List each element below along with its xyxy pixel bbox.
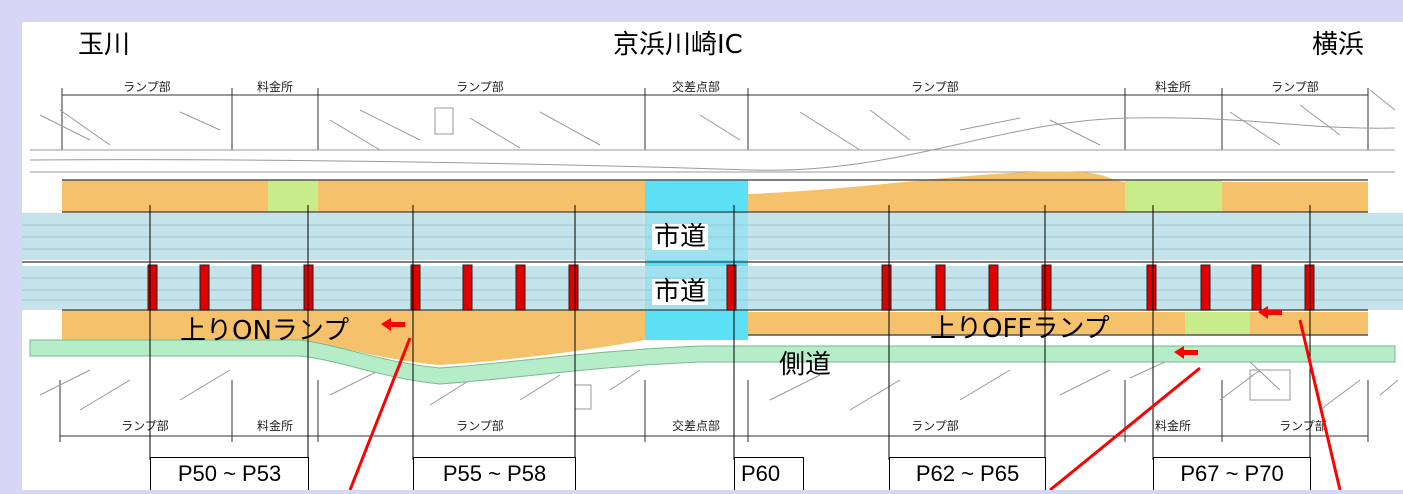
side-road-label: 側道	[779, 350, 832, 380]
place-label-right: 横浜	[1312, 30, 1365, 60]
arrow-on-ramp-icon	[381, 318, 405, 331]
pier-column	[881, 264, 892, 311]
pier-column	[726, 264, 737, 311]
lower-toll-area	[1185, 312, 1250, 335]
off-ramp-label: 上りOFFランプ	[930, 314, 1110, 344]
place-label-left: 玉川	[78, 30, 131, 60]
arrow-side-road-icon	[1174, 346, 1198, 359]
top-section-label: ランプ部	[123, 79, 171, 94]
pointer-lines	[348, 319, 1342, 492]
pier-column	[1200, 264, 1211, 311]
pier-group-label: P62 ~ P65	[889, 457, 1046, 490]
lower-intersection-area	[645, 310, 748, 340]
bottom-section-label: ランプ部	[121, 418, 169, 433]
pier-column	[1041, 264, 1052, 311]
background-linework	[29, 89, 1399, 411]
pier-column	[147, 264, 158, 311]
pier-column	[199, 264, 210, 311]
arrow-off-ramp-icon	[1258, 306, 1282, 319]
pier-column	[515, 264, 526, 311]
upper-toll-area-left	[268, 180, 318, 212]
top-section-label: 料金所	[1155, 79, 1191, 94]
bottom-section-label: ランプ部	[456, 418, 504, 433]
upper-ramp-band	[62, 180, 645, 212]
city-road-label-upper: 市道	[652, 222, 709, 252]
pier-column	[410, 264, 421, 311]
pier-column	[935, 264, 946, 311]
bottom-section-label: 交差点部	[672, 418, 720, 433]
place-label-center: 京浜川崎IC	[613, 30, 743, 60]
top-section-label: ランプ部	[456, 79, 504, 94]
city-road-label-lower: 市道	[652, 277, 709, 307]
bottom-dimension-line	[59, 380, 1369, 442]
top-section-label: ランプ部	[911, 79, 959, 94]
pier-group-brackets	[149, 205, 1311, 460]
pier-column	[1146, 264, 1157, 311]
bottom-section-label: 料金所	[257, 418, 293, 433]
pier-group-label: P55 ~ P58	[413, 457, 576, 490]
pier-column	[568, 264, 579, 311]
top-section-label: ランプ部	[1271, 79, 1319, 94]
pier-column	[462, 264, 473, 311]
upper-toll-area-right	[1125, 180, 1222, 212]
pier-group-label: P60	[734, 457, 804, 490]
pier-column	[1251, 264, 1262, 311]
bottom-section-label: 料金所	[1155, 418, 1191, 433]
top-dimension-line	[61, 88, 1369, 150]
pier-column	[988, 264, 999, 311]
direction-arrows	[381, 306, 1282, 359]
pier-column	[251, 264, 262, 311]
top-section-label: 料金所	[257, 79, 293, 94]
pier-group-label: P67 ~ P70	[1153, 457, 1311, 490]
pier-group-label: P50 ~ P53	[150, 457, 309, 490]
bottom-section-label: ランプ部	[1279, 418, 1327, 433]
lower-ramp-band-left	[62, 310, 645, 365]
on-ramp-label: 上りONランプ	[180, 316, 350, 346]
top-section-label: 交差点部	[672, 79, 720, 94]
bottom-section-label: ランプ部	[911, 418, 959, 433]
